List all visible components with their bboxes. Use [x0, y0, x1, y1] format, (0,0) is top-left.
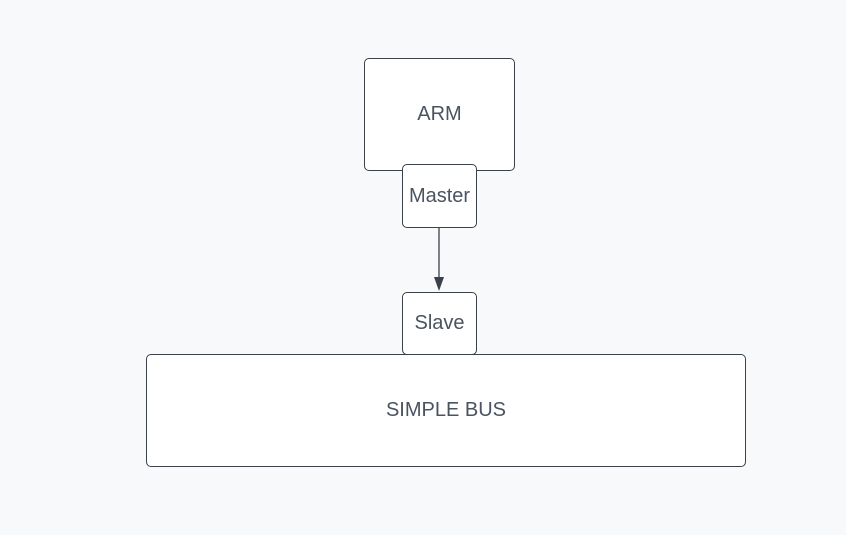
simple-bus-block[interactable]: SIMPLE BUS — [146, 354, 746, 467]
simple-bus-label: SIMPLE BUS — [385, 399, 507, 421]
arm-label: ARM — [417, 103, 462, 125]
master-label: Master — [408, 184, 471, 207]
arrowhead-icon — [434, 277, 444, 291]
arm-block[interactable]: ARM — [364, 58, 515, 171]
master-port[interactable]: Master — [402, 164, 477, 228]
slave-label: Slave — [414, 312, 465, 334]
slave-port[interactable]: Slave — [402, 292, 477, 355]
